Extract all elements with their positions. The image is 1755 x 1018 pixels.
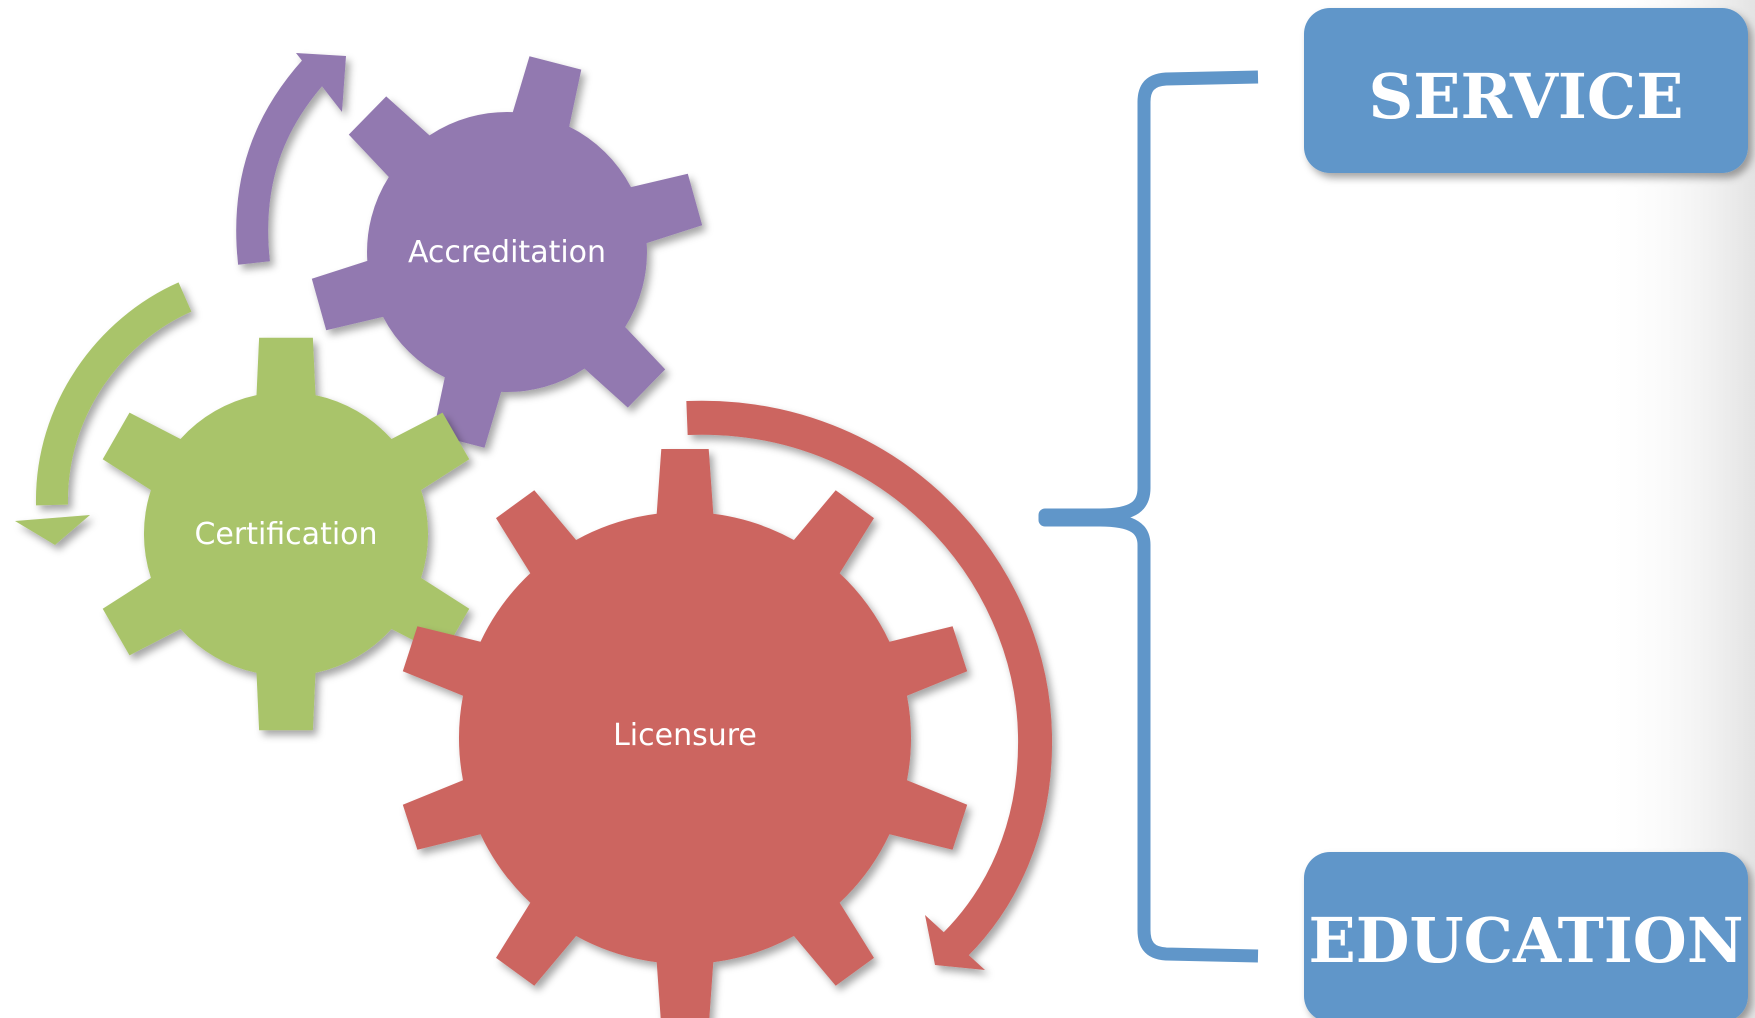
- licensure-gear: Licensure: [402, 449, 968, 1018]
- education-label: EDUCATION: [1309, 904, 1744, 977]
- licensure-arrow: [686, 400, 1053, 970]
- certification-label: Certification: [194, 517, 377, 552]
- service-label: SERVICE: [1368, 60, 1683, 133]
- certification-arrow: [15, 282, 192, 545]
- certification-gear: Certification: [102, 337, 470, 731]
- accreditation-arrow: [236, 53, 346, 265]
- curly-bracket: [1038, 70, 1259, 963]
- education-box: EDUCATION: [1304, 852, 1748, 1018]
- service-box: SERVICE: [1304, 8, 1748, 173]
- licensure-label: Licensure: [613, 718, 757, 753]
- accreditation-label: Accreditation: [408, 235, 606, 270]
- accreditation-gear: Accreditation: [311, 56, 703, 448]
